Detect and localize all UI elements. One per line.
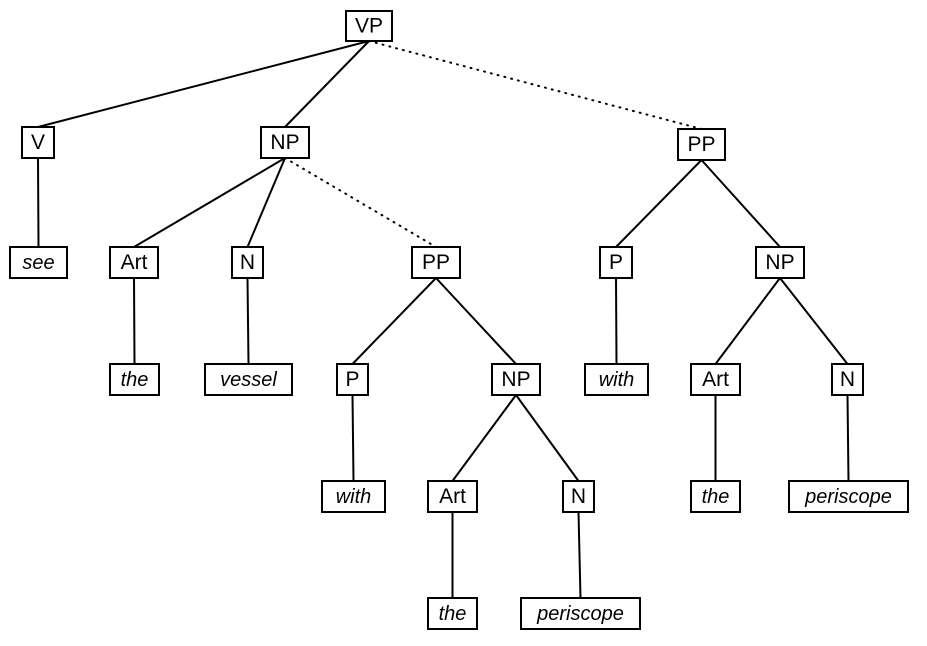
category-node-p_mid[interactable]: P: [336, 363, 369, 396]
leaf-node-with_r[interactable]: with: [584, 363, 649, 396]
category-node-vp[interactable]: VP: [345, 10, 393, 42]
node-box: [599, 246, 633, 279]
node-box: [788, 480, 909, 513]
tree-edge-n_mid-persc_m: [577, 511, 582, 599]
node-label: N: [840, 368, 855, 391]
node-box: [321, 480, 386, 513]
tree-edge-pp_right-p_right: [615, 159, 703, 248]
tree-edge-n1-vessel: [246, 277, 250, 365]
leaf-node-the_m[interactable]: the: [427, 597, 478, 630]
node-label: with: [599, 369, 635, 391]
node-box: [411, 246, 461, 279]
category-node-art_mid[interactable]: Art: [427, 480, 478, 513]
leaf-node-persc_m[interactable]: periscope: [520, 597, 641, 630]
node-box: [260, 126, 310, 159]
node-box: [677, 128, 726, 161]
leaf-node-with_m[interactable]: with: [321, 480, 386, 513]
tree-edge-p_mid-with_m: [351, 394, 355, 482]
category-node-np1[interactable]: NP: [260, 126, 310, 159]
tree-edge-vp-np1: [284, 40, 370, 128]
node-box: [231, 246, 264, 279]
node-label: Art: [439, 485, 466, 508]
category-node-v[interactable]: V: [21, 126, 55, 159]
node-box: [336, 363, 369, 396]
node-label: N: [571, 485, 586, 508]
node-label: P: [345, 368, 359, 391]
node-box: [584, 363, 649, 396]
category-node-n1[interactable]: N: [231, 246, 264, 279]
tree-edge-np_mid-n_mid: [515, 394, 580, 482]
leaf-node-the1[interactable]: the: [109, 363, 160, 396]
node-label: VP: [355, 15, 383, 38]
category-node-np_mid[interactable]: NP: [491, 363, 541, 396]
node-label: periscope: [804, 486, 892, 508]
node-box: [755, 246, 805, 279]
node-box: [204, 363, 293, 396]
tree-edge-np1-art1: [133, 157, 286, 248]
node-box: [345, 10, 393, 42]
node-label: V: [31, 131, 45, 154]
tree-edge-pp_mid-np_mid: [435, 277, 517, 365]
tree-edge-np_right-art_right: [714, 277, 781, 365]
category-node-n_right[interactable]: N: [831, 363, 864, 396]
tree-edge-art1-the1: [133, 277, 136, 365]
node-label: the: [702, 486, 730, 508]
category-node-p_right[interactable]: P: [599, 246, 633, 279]
node-label: PP: [687, 133, 715, 156]
tree-edge-n_right-persc_r: [846, 394, 850, 482]
node-label: PP: [422, 251, 450, 274]
tree-edge-vp-v: [37, 40, 370, 128]
node-label: P: [609, 251, 623, 274]
node-label: NP: [270, 131, 299, 154]
category-node-pp_mid[interactable]: PP: [411, 246, 461, 279]
category-node-np_right[interactable]: NP: [755, 246, 805, 279]
tree-edge-pp_right-np_right: [700, 159, 781, 248]
node-label: the: [121, 369, 149, 391]
leaf-node-vessel[interactable]: vessel: [204, 363, 293, 396]
node-box: [9, 246, 68, 279]
tree-edge-np_mid-art_mid: [451, 394, 517, 482]
edge-layer: [37, 40, 850, 599]
tree-edge-vp-pp_right: [368, 40, 703, 130]
node-box: [562, 480, 595, 513]
tree-edge-np_right-n_right: [779, 277, 849, 365]
node-box: [109, 363, 160, 396]
node-label: Art: [702, 368, 729, 391]
leaf-node-the_r[interactable]: the: [690, 480, 741, 513]
node-label: Art: [121, 251, 148, 274]
node-box: [21, 126, 55, 159]
node-label: vessel: [220, 369, 277, 391]
node-label: periscope: [536, 603, 624, 625]
category-node-n_mid[interactable]: N: [562, 480, 595, 513]
tree-edge-v-see: [37, 157, 40, 248]
node-label: the: [439, 603, 467, 625]
node-label: NP: [765, 251, 794, 274]
node-box: [690, 363, 741, 396]
node-box: [427, 480, 478, 513]
tree-edge-np1-n1: [246, 157, 286, 248]
node-label: see: [22, 252, 54, 274]
tree-edge-p_right-with_r: [615, 277, 618, 365]
node-box: [427, 597, 478, 630]
node-box: [109, 246, 159, 279]
node-box: [520, 597, 641, 630]
node-label: with: [336, 486, 372, 508]
node-box: [690, 480, 741, 513]
category-node-art1[interactable]: Art: [109, 246, 159, 279]
node-box: [831, 363, 864, 396]
tree-edge-pp_mid-p_mid: [351, 277, 437, 365]
node-label: NP: [501, 368, 530, 391]
category-node-art_right[interactable]: Art: [690, 363, 741, 396]
node-label: N: [240, 251, 255, 274]
leaf-node-see[interactable]: see: [9, 246, 68, 279]
category-node-pp_right[interactable]: PP: [677, 128, 726, 161]
node-box: [491, 363, 541, 396]
tree-edge-np1-pp_mid: [284, 157, 437, 248]
leaf-node-persc_r[interactable]: periscope: [788, 480, 909, 513]
